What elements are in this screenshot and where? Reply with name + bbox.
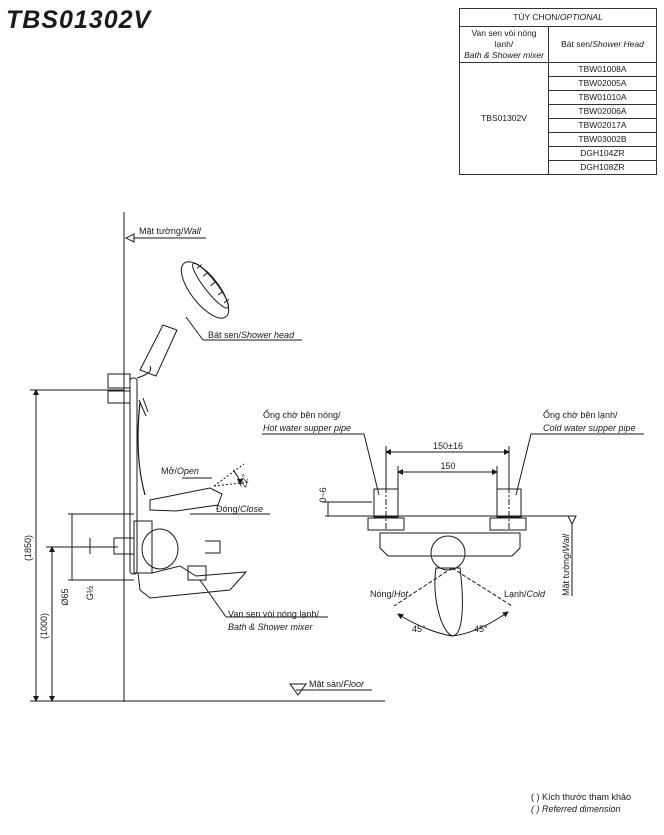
front-valve	[430, 535, 466, 571]
wall-side-label: Mặt tường/Wall	[561, 533, 571, 596]
mixer-column-header: Van sen vòi nóng lạnh/Bath & Shower mixe…	[459, 26, 549, 63]
angle-left-label: 45°	[412, 624, 426, 634]
wall-bracket-top	[107, 373, 131, 389]
shower-head-label: Bát sen/Shower head	[208, 330, 295, 340]
front-handle	[434, 567, 463, 637]
model-title: TBS01302V	[6, 6, 152, 34]
side-view	[30, 212, 385, 702]
mixer-inlet-pipe	[113, 537, 135, 555]
dim-150-label: 150	[440, 461, 455, 471]
mixer-label-en: Bath & Shower mixer	[228, 622, 314, 632]
mixer-leader	[199, 579, 227, 618]
wall-arrow	[124, 233, 135, 243]
cold-pipe-label-en: Cold water supper pipe	[543, 423, 636, 433]
mixer-handle	[149, 487, 223, 512]
wall-label: Mặt tường/Wall	[139, 226, 202, 236]
angle-handle-label: 22°	[238, 473, 250, 489]
slide-bar	[129, 377, 138, 575]
cold-escutcheon	[489, 517, 527, 531]
hot-pipe-label-en: Hot water supper pipe	[263, 423, 351, 433]
arc-hot	[397, 613, 453, 637]
shower-head	[180, 261, 230, 319]
wall-bracket-bottom	[107, 390, 131, 404]
arc-cold	[451, 611, 509, 637]
options-table: TÙY CHỌN/OPTIONAL Van sen vòi nóng lạnh/…	[459, 8, 657, 175]
mixer-valve	[141, 528, 179, 570]
dim-1850-label: (1850)	[23, 535, 33, 561]
dim-offset-label: 0~6	[318, 487, 328, 502]
front-view	[262, 433, 644, 637]
close-label: Đóng/Close	[216, 504, 263, 514]
mixer-label: Van sen vòi nóng lạnh/	[228, 609, 319, 619]
shower-outlet	[187, 565, 207, 581]
open-label: Mở/Open	[161, 466, 199, 476]
mixer-body	[137, 565, 248, 599]
floor-label: Mặt sàn/Floor	[309, 679, 365, 689]
cold-pipe-leader	[515, 433, 532, 496]
shower-handle	[139, 324, 178, 377]
shower-head-leader	[185, 316, 204, 341]
hot-pipe-leader	[363, 433, 380, 496]
front-mixer-body	[379, 532, 521, 557]
cold-label: Lạnh/Cold	[504, 589, 546, 599]
dim-1000-label: (1000)	[39, 613, 49, 639]
dim-diameter-label: Ø65	[60, 588, 70, 605]
dim-thread-label: G½	[85, 585, 95, 600]
shower-hose	[137, 401, 146, 496]
dim-150-tol-label: 150±16	[433, 441, 463, 451]
hot-pipe-label: Ống chờ bên nóng/	[263, 409, 341, 420]
legend-vi: ( ) Kích thước tham khảo	[531, 792, 631, 802]
hot-escutcheon	[367, 517, 405, 531]
diverter-knob	[205, 540, 221, 554]
angle-right-label: 45°	[474, 624, 488, 634]
shower-head-cell: DGH108ZR	[548, 160, 657, 175]
wall-side-symbol	[567, 515, 577, 526]
legend-en: ( ) Referred dimension	[531, 804, 621, 814]
cold-pipe-label: Ống chờ bên lạnh/	[543, 409, 618, 420]
hot-label: Nóng/Hot	[370, 589, 409, 599]
legend: ( ) Kích thước tham khảo ( ) Referred di…	[531, 791, 631, 815]
